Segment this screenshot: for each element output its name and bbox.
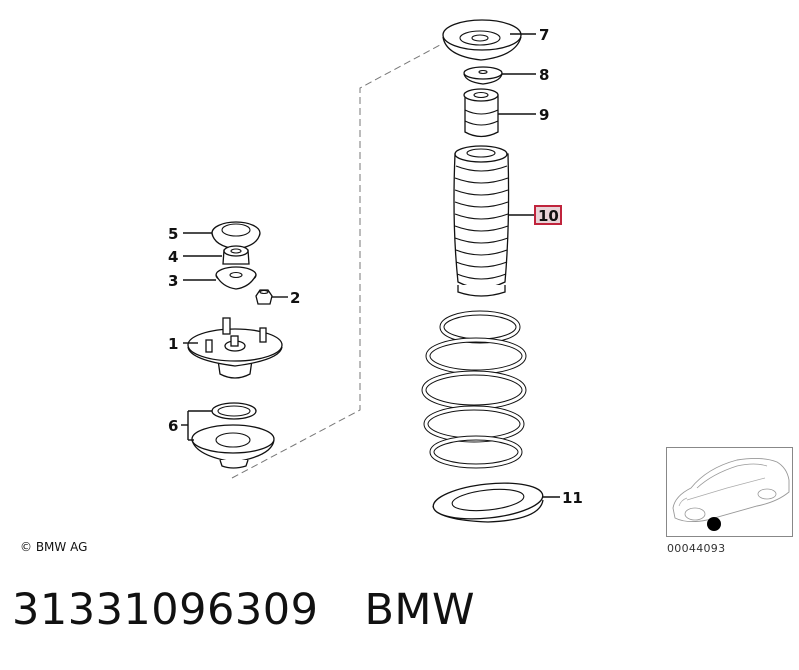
callout-3: 3 bbox=[168, 272, 178, 290]
part-7-top-mount bbox=[442, 19, 522, 61]
thumbnail-code: 00044093 bbox=[667, 542, 726, 555]
callout-10: 10 bbox=[538, 207, 559, 225]
part-2-nut bbox=[255, 289, 273, 305]
callout-8: 8 bbox=[539, 66, 549, 84]
callout-10-highlight bbox=[534, 205, 562, 225]
copyright-text: © BMW AG bbox=[20, 540, 88, 554]
part-8-washer bbox=[463, 66, 503, 85]
callout-6: 6 bbox=[168, 417, 178, 435]
callout-4: 4 bbox=[168, 248, 178, 266]
part-number: 31331096309 bbox=[12, 585, 319, 635]
coil-spring bbox=[421, 310, 527, 469]
callout-11: 11 bbox=[562, 489, 583, 507]
part-10-bellows bbox=[453, 145, 510, 297]
part-3-washer bbox=[215, 266, 257, 290]
callout-9: 9 bbox=[539, 106, 549, 124]
part-1-support-bearing bbox=[187, 317, 283, 379]
footer: 31331096309 BMW bbox=[12, 585, 475, 635]
callout-5: 5 bbox=[168, 225, 178, 243]
callout-7: 7 bbox=[539, 26, 549, 44]
assembly-guide-line bbox=[231, 44, 441, 479]
callout-2: 2 bbox=[290, 289, 300, 307]
part-4-nut bbox=[222, 245, 250, 265]
position-marker-icon bbox=[707, 517, 721, 531]
callout-1: 1 bbox=[168, 335, 178, 353]
brand-name: BMW bbox=[364, 585, 476, 635]
part-9-bump-stop bbox=[463, 88, 499, 138]
vehicle-thumbnail bbox=[666, 447, 793, 537]
car-outline-icon bbox=[672, 457, 790, 531]
part-6-seat bbox=[191, 402, 275, 469]
part-11-spring-pad bbox=[432, 482, 544, 523]
part-5-cap bbox=[211, 221, 261, 250]
